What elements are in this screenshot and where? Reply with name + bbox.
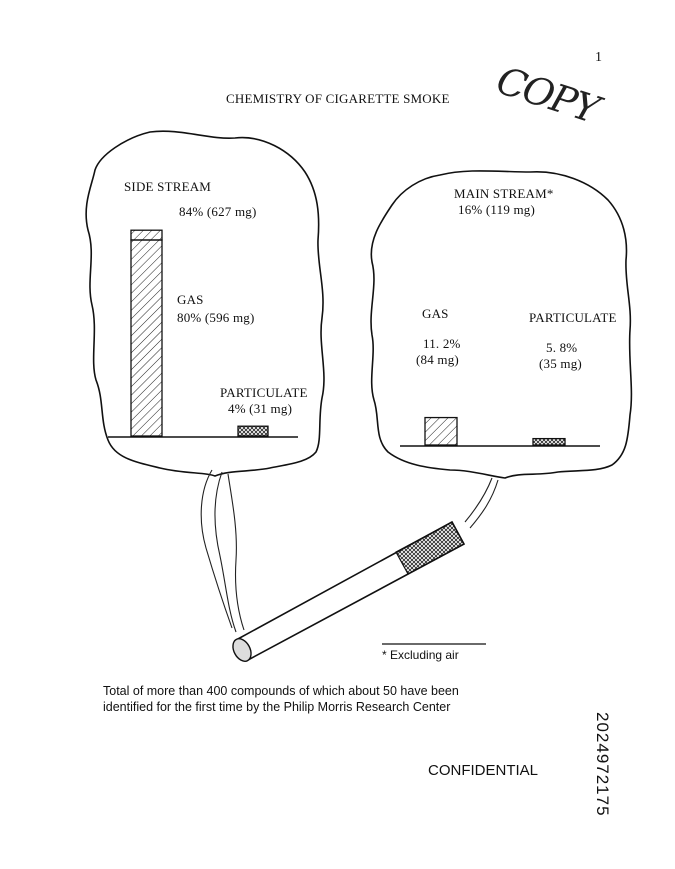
main-smoke-trail <box>464 477 499 529</box>
cigarette <box>232 520 466 662</box>
page-title: CHEMISTRY OF CIGARETTE SMOKE <box>226 91 450 106</box>
side-smoke-trail <box>200 469 245 633</box>
side-gas-label: GAS <box>177 292 204 307</box>
main-stream-heading: MAIN STREAM* <box>454 186 554 201</box>
main-gas-label: GAS <box>422 306 449 321</box>
side-particulate-label: PARTICULATE <box>220 385 308 400</box>
main-particulate-mg: (35 mg) <box>539 356 582 371</box>
main-gas-mg: (84 mg) <box>416 352 459 367</box>
side-stream-particulate-bar <box>237 425 269 437</box>
main-stream-total: 16% (119 mg) <box>458 202 536 217</box>
main-gas-value: 11. 2% <box>423 336 461 351</box>
document-number: 2024972175 <box>593 712 612 817</box>
main-stream-particulate-bar <box>532 437 566 446</box>
side-stream-particulate-cap <box>130 229 163 241</box>
main-stream-cloud <box>370 170 633 479</box>
side-stream-total: 84% (627 mg) <box>179 204 257 219</box>
footnote: * Excluding air <box>382 648 459 662</box>
side-stream-gas-bar <box>130 239 163 437</box>
side-stream-cloud <box>85 130 325 477</box>
blurb-line-1: Total of more than 400 compounds of whic… <box>103 684 459 698</box>
side-particulate-value: 4% (31 mg) <box>228 401 293 416</box>
side-stream-heading: SIDE STREAM <box>124 179 212 194</box>
blurb-line-2: identified for the first time by the Phi… <box>103 700 451 714</box>
page-number: 1 <box>595 50 603 65</box>
main-particulate-label: PARTICULATE <box>529 310 617 325</box>
main-stream-gas-bar <box>424 416 458 446</box>
main-particulate-value: 5. 8% <box>546 340 578 355</box>
side-gas-value: 80% (596 mg) <box>177 310 255 325</box>
confidential-label: CONFIDENTIAL <box>428 762 539 779</box>
